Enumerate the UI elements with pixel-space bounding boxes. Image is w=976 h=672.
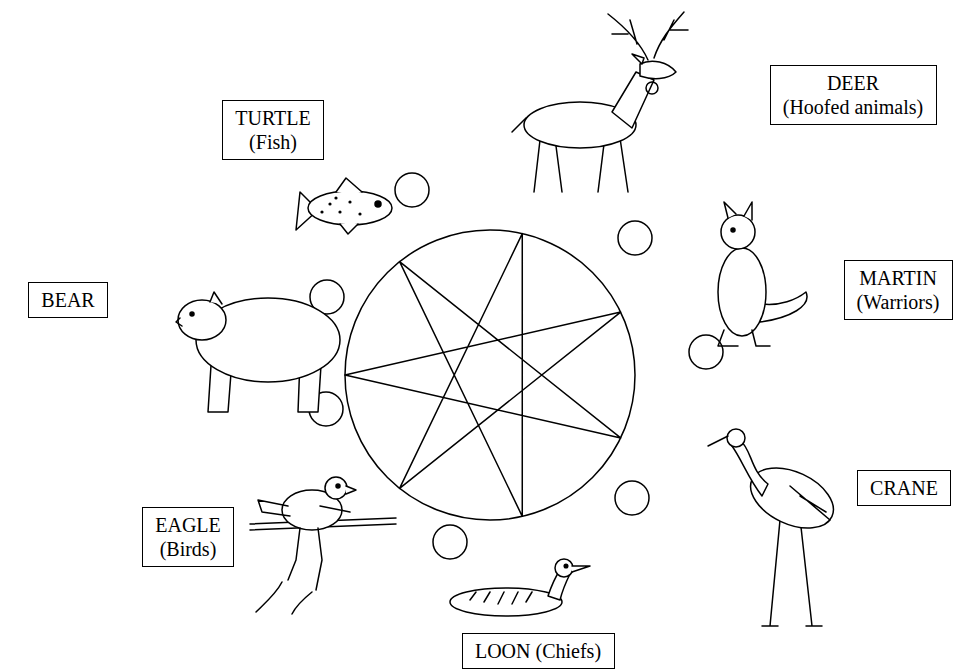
small-circles: [309, 173, 723, 559]
clan-name: EAGLE: [155, 513, 221, 537]
clan-label: TURTLE(Fish): [222, 100, 324, 160]
clan-name: (Warriors): [857, 290, 940, 314]
loon-figure: [450, 559, 590, 616]
clan-label: MARTIN(Warriors): [844, 260, 953, 320]
clan-name: (Birds): [155, 537, 221, 561]
clan-label: CRANE: [857, 470, 951, 506]
martin-figure: [718, 202, 807, 346]
clan-name: (Fish): [235, 130, 311, 154]
clan-name: BEAR: [41, 288, 95, 312]
fish-figure: [296, 178, 392, 234]
clan-label: BEAR: [28, 282, 108, 318]
clan-label: DEER(Hoofed animals): [770, 65, 937, 125]
clan-name: LOON (Chiefs): [475, 639, 602, 663]
clan-name: MARTIN: [857, 266, 940, 290]
seven-point-star: [345, 234, 621, 517]
clan-name: (Hoofed animals): [783, 95, 924, 119]
clan-name: CRANE: [870, 476, 938, 500]
crane-figure: [708, 429, 843, 626]
clan-label: LOON (Chiefs): [462, 633, 615, 669]
council-circle: [345, 230, 635, 520]
clan-name: DEER: [783, 71, 924, 95]
clan-name: TURTLE: [235, 106, 311, 130]
deer-figure: [512, 12, 688, 192]
bear-figure: [176, 292, 340, 412]
clan-label: EAGLE(Birds): [142, 507, 234, 567]
eagle-figure: [250, 477, 396, 614]
